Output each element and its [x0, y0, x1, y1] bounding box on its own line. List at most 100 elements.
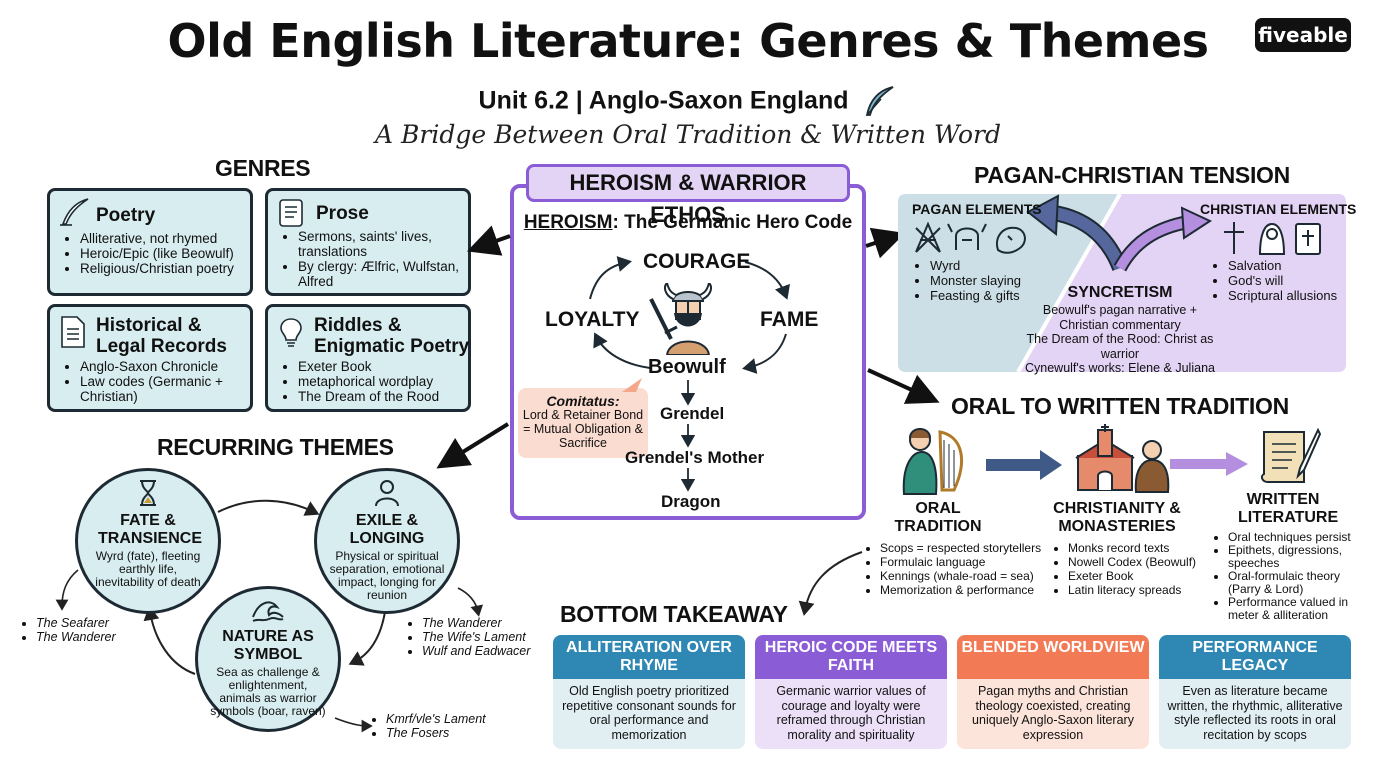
stage-item: Kennings (whale-road = sea): [880, 569, 1060, 583]
foe-dragon: Dragon: [661, 492, 721, 511]
takeaway-title: HEROIC CODE MEETS FAITH: [755, 635, 947, 679]
theme-title: FATE & TRANSIENCE: [98, 512, 203, 547]
theme-circle-nature: NATURE AS SYMBOL Sea as challenge & enli…: [195, 586, 341, 732]
stage-title: WRITTEN LITERATURE: [1238, 491, 1339, 526]
pagan-item: Wyrd: [930, 258, 1021, 273]
beast-icon: [996, 226, 1026, 254]
takeaway-title: BLENDED WORLDVIEW: [957, 635, 1149, 679]
stage-item: Epithets, digressions, speeches: [1228, 544, 1372, 570]
christian-item: Salvation: [1228, 258, 1337, 273]
syncretism-line: Cynewulf's works: Elene & Juliana: [1025, 361, 1215, 375]
page-tagline: A Bridge Between Oral Tradition & Writte…: [375, 120, 1001, 149]
quill-icon: [60, 198, 89, 226]
page-subtitle: Unit 6.2 | Anglo-Saxon England: [0, 84, 1376, 120]
theme-desc: Physical or spiritual separation, emotio…: [329, 549, 445, 602]
stage-item: Oral techniques persist: [1228, 531, 1372, 544]
stage-item: Scops = respected storytellers: [880, 541, 1060, 555]
theme-title: NATURE AS SYMBOL: [222, 628, 314, 663]
document-icon: [61, 316, 85, 348]
exile-examples: The Wanderer The Wife's Lament Wulf and …: [408, 616, 530, 658]
example-item: The Wanderer: [422, 616, 530, 630]
genre-item: Alliterative, not rhymed: [80, 231, 234, 246]
christian-item: God's will: [1228, 273, 1337, 288]
syncretism-title: SYNCRETISM: [1067, 284, 1173, 301]
nun-icon: [1258, 222, 1286, 255]
christian-list: Salvation God's will Scriptural allusion…: [1214, 258, 1337, 303]
takeaway-heading: BOTTOM TAKEAWAY: [560, 601, 788, 627]
genre-card-records: Historical & Legal Records Anglo-Saxon C…: [47, 304, 253, 412]
stage-item: Oral-formulaic theory (Parry & Lord): [1228, 570, 1372, 596]
foe-grendels-mother: Grendel's Mother: [625, 448, 765, 467]
themes-heading: RECURRING THEMES: [157, 434, 394, 460]
genre-item: By clergy: Ælfric, Wulfstan, Alfred: [298, 259, 478, 289]
scroll-icon: [279, 199, 303, 227]
stage-item: Formulaic language: [880, 555, 1060, 569]
lightbulb-icon: [280, 318, 302, 347]
genres-heading: GENRES: [215, 155, 311, 181]
viking-warrior-icon: [649, 283, 712, 355]
stage-item: Latin literacy spreads: [1068, 583, 1218, 597]
pagan-rune-icons: [915, 221, 1026, 254]
stage-item: Performance valued in meter & alliterati…: [1228, 596, 1372, 622]
nature-examples: Kmrf/vle's Lament The Fosers: [372, 712, 486, 740]
pagan-list: Wyrd Monster slaying Feasting & gifts: [916, 258, 1021, 303]
theme-circle-exile: EXILE & LONGING Physical or spiritual se…: [314, 468, 460, 614]
hourglass-icon: [140, 480, 156, 506]
genre-title: Poetry: [96, 205, 156, 226]
hero-cycle-arrows: [589, 256, 790, 492]
harpist-icon: [902, 428, 963, 495]
brand-logo[interactable]: fiveable: [1255, 18, 1351, 52]
manuscript-scroll-icon: [1260, 428, 1322, 483]
syncretism-line: Christian commentary: [1059, 317, 1181, 332]
example-item: The Seafarer: [36, 616, 116, 630]
genre-item: Anglo-Saxon Chronicle: [80, 359, 260, 374]
comitatus-title: Comitatus:: [546, 393, 620, 409]
bible-icon: [1295, 223, 1321, 255]
comitatus-text: Lord & Retainer Bond = Mutual Obligation…: [522, 408, 644, 450]
theme-desc: Wyrd (fate), fleeting earthly life, inev…: [95, 549, 201, 589]
christian-icons: [1224, 222, 1321, 255]
example-item: The Fosers: [386, 726, 486, 740]
helmet-icon: [947, 223, 987, 250]
stage-list-oral: Scops = respected storytellers Formulaic…: [866, 541, 1060, 597]
takeaway-text: Pagan myths and Christian theology coexi…: [957, 679, 1149, 749]
christian-title: CHRISTIAN ELEMENTS: [1200, 201, 1357, 217]
oral-heading: ORAL TO WRITTEN TRADITION: [951, 393, 1289, 419]
fate-examples: The Seafarer The Wanderer: [22, 616, 116, 644]
page-title: Old English Literature: Genres & Themes: [167, 14, 1209, 68]
person-icon: [375, 480, 399, 507]
example-item: Kmrf/vle's Lament: [386, 712, 486, 726]
genre-title: Prose: [316, 203, 369, 224]
theme-circle-fate: FATE & TRANSIENCE Wyrd (fate), fleeting …: [75, 468, 221, 614]
takeaway-title: PERFORMANCE LEGACY: [1159, 635, 1351, 679]
example-item: Wulf and Eadwacer: [422, 644, 530, 658]
cycle-fame: FAME: [760, 308, 819, 331]
heroism-subheading: HEROISM: The Germanic Hero Code: [510, 212, 866, 234]
genre-item: Religious/Christian poetry: [80, 261, 234, 276]
syncretism-block: SYNCRETISM Beowulf's pagan narrative + C…: [1010, 284, 1230, 376]
heroism-rest: : The Germanic Hero Code: [612, 212, 853, 233]
theme-desc: Sea as challenge & enlightenment, animal…: [210, 665, 326, 718]
heroism-key: HEROISM: [523, 212, 613, 233]
syncretism-line: The Dream of the Rood: Christ as warrior: [1026, 332, 1214, 361]
cross-icon: [1224, 222, 1244, 254]
takeaway-text: Even as literature became written, the r…: [1159, 679, 1351, 749]
genre-title: Historical & Legal Records: [96, 315, 227, 357]
monastery-icon: [1075, 424, 1170, 493]
stage-title: ORAL TRADITION: [894, 500, 982, 535]
stage-title: CHRISTIANITY & MONASTERIES: [1053, 500, 1181, 535]
theme-title: EXILE & LONGING: [349, 512, 425, 547]
pagan-title: PAGAN ELEMENTS: [912, 201, 1042, 217]
genre-item: Exeter Book: [298, 359, 478, 374]
genre-item: Heroic/Epic (like Beowulf): [80, 246, 234, 261]
syncretism-line: Beowulf's pagan narrative +: [1042, 303, 1198, 317]
comitatus-callout: Comitatus: Lord & Retainer Bond = Mutual…: [518, 388, 648, 458]
subtitle-text: Unit 6.2 | Anglo-Saxon England: [478, 86, 849, 115]
cycle-courage: COURAGE: [643, 250, 751, 273]
feather-icon: [866, 86, 894, 116]
stage-item: Nowell Codex (Beowulf): [1068, 555, 1218, 569]
stage-list-written: Oral techniques persist Epithets, digres…: [1214, 531, 1372, 622]
genre-item: Law codes (Germanic + Christian): [80, 374, 260, 404]
heroism-heading: HEROISM & WARRIOR ETHOS: [526, 164, 850, 227]
